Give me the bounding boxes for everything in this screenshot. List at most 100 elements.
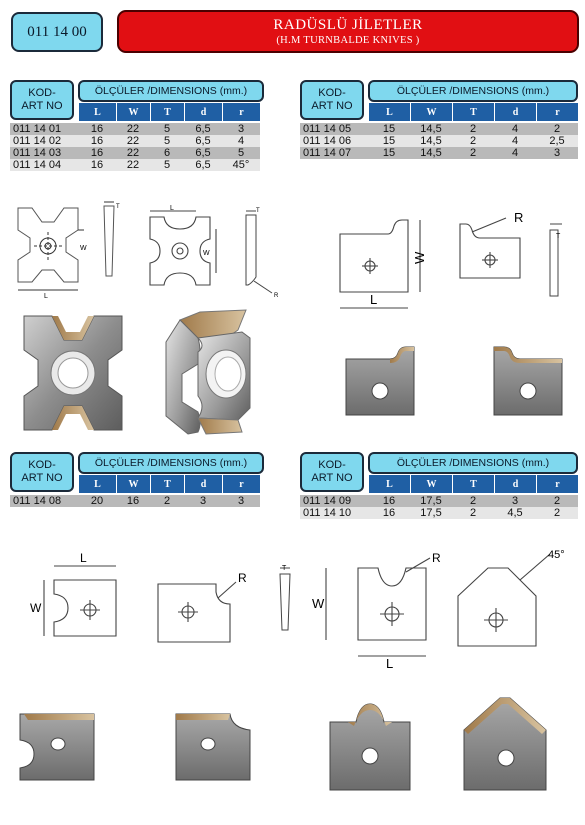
column-header-w: W [116, 475, 150, 493]
column-header-l: L [368, 475, 410, 493]
photo-single-radius-blade [345, 346, 415, 416]
dimension-cell: 6,5 [195, 159, 211, 171]
column-header-r: r [536, 475, 578, 493]
dimension-cell: 17,5 [420, 507, 442, 519]
dimension-cell: 2 [163, 495, 171, 507]
dimension-cell: 2 [469, 507, 477, 519]
column-header-t: T [452, 103, 494, 121]
dimension-cell: 3 [237, 495, 245, 507]
dimension-cell: 2,5 [549, 135, 565, 147]
dimension-cell: 15 [382, 123, 396, 135]
column-header-d: d [184, 103, 222, 121]
dimension-cell: 2 [553, 495, 561, 507]
drawing-double-notch-front: L W [17, 207, 87, 300]
column-header-d: d [494, 475, 536, 493]
dimension-cell: 16 [90, 159, 104, 171]
dimension-cell: 16 [90, 123, 104, 135]
dim-label-l3: L [370, 292, 377, 307]
dimension-cell: 4,5 [507, 507, 523, 519]
dim-label-w4: W [30, 601, 42, 615]
column-header-t: T [452, 475, 494, 493]
photo-chamfer-blade [463, 697, 547, 791]
photo-double-notch-blade [23, 315, 123, 431]
column-header-l: L [368, 103, 410, 121]
column-header-r: r [222, 475, 260, 493]
dim-label-l: L [44, 293, 48, 300]
drawing-center-notch-blade: L W R [312, 551, 441, 671]
dimension-cell: 2 [469, 123, 477, 135]
drawing-rounded-notch-front: L W [149, 205, 217, 286]
column-header-t: T [150, 103, 184, 121]
column-header-d: d [184, 475, 222, 493]
kod-label-line1: KOD- [28, 87, 56, 99]
dimension-cell: 5 [163, 123, 171, 135]
dimension-cell: 22 [126, 147, 140, 159]
title-banner: RADÜSLÜ JİLETLER (H.M TURNBALDE KNIVES ) [117, 10, 579, 53]
dim-label-r3: R [238, 571, 247, 585]
article-code-cell: 011 14 09 [303, 495, 352, 507]
column-header-d: d [494, 103, 536, 121]
column-header-w: W [116, 103, 150, 121]
dimension-cell: 22 [126, 159, 140, 171]
dimension-cell: 16 [126, 495, 140, 507]
dim-label-t2: T [256, 208, 260, 214]
dim-label-l2: L [170, 205, 174, 212]
article-code-cell: 011 14 08 [13, 495, 62, 507]
drawing-chamfer-blade: 45° [457, 549, 565, 647]
dim-label-r2: R [514, 210, 523, 225]
drawing-double-notch-side: T [103, 201, 120, 277]
dimension-cell: 20 [90, 495, 104, 507]
dimension-cell: 6 [163, 147, 171, 159]
dimension-cell: 16 [382, 507, 396, 519]
column-header-r: r [536, 103, 578, 121]
article-code-cell: 011 14 02 [13, 135, 62, 147]
dim-label-angle: 45° [548, 549, 565, 561]
dimensions-header: ÖLÇÜLER /DIMENSIONS (mm.) [78, 452, 264, 474]
dimension-cell: 22 [126, 135, 140, 147]
dim-label-r4: R [432, 551, 441, 565]
column-header-l: L [78, 103, 116, 121]
dimension-cell: 2 [553, 123, 561, 135]
kod-art-no-label: KOD-ART NO [300, 80, 364, 120]
drawing-single-radius-blade: L W [339, 219, 427, 309]
kod-label-line1: KOD- [318, 87, 346, 99]
dimension-cell: 4 [511, 123, 519, 135]
kod-label-line2: ART NO [21, 100, 63, 112]
dimension-cell: 16 [382, 495, 396, 507]
dimension-cell: 3 [237, 123, 245, 135]
dimension-cell: 17,5 [420, 495, 442, 507]
dim-label-l4: L [80, 551, 87, 565]
kod-label-line2: ART NO [21, 472, 63, 484]
article-code-cell: 011 14 05 [303, 123, 352, 135]
kod-label-line2: ART NO [311, 100, 353, 112]
dimension-cell: 14,5 [420, 147, 442, 159]
dimension-cell: 3 [199, 495, 207, 507]
dim-label-r: R [274, 293, 279, 299]
dimension-cell: 6,5 [195, 147, 211, 159]
dimension-cell: 6,5 [195, 123, 211, 135]
dimension-cell: 5 [163, 135, 171, 147]
article-code-cell: 011 14 10 [303, 507, 352, 519]
dimension-cell: 15 [382, 135, 396, 147]
kod-label-line1: KOD- [318, 459, 346, 471]
dimension-cell: 16 [90, 147, 104, 159]
drawing-single-radius-blade-2: R [459, 210, 523, 279]
dimensions-header: ÖLÇÜLER /DIMENSIONS (mm.) [368, 80, 578, 102]
dim-label-l5: L [386, 656, 393, 671]
drawing-two-corner-blade-2: R [157, 571, 247, 643]
photo-single-radius-blade-2 [493, 346, 563, 416]
dimension-cell: 14,5 [420, 135, 442, 147]
kod-art-no-label: KOD-ART NO [10, 452, 74, 492]
article-code-cell: 011 14 06 [303, 135, 352, 147]
catalog-code-box: 011 14 00 [11, 12, 103, 52]
